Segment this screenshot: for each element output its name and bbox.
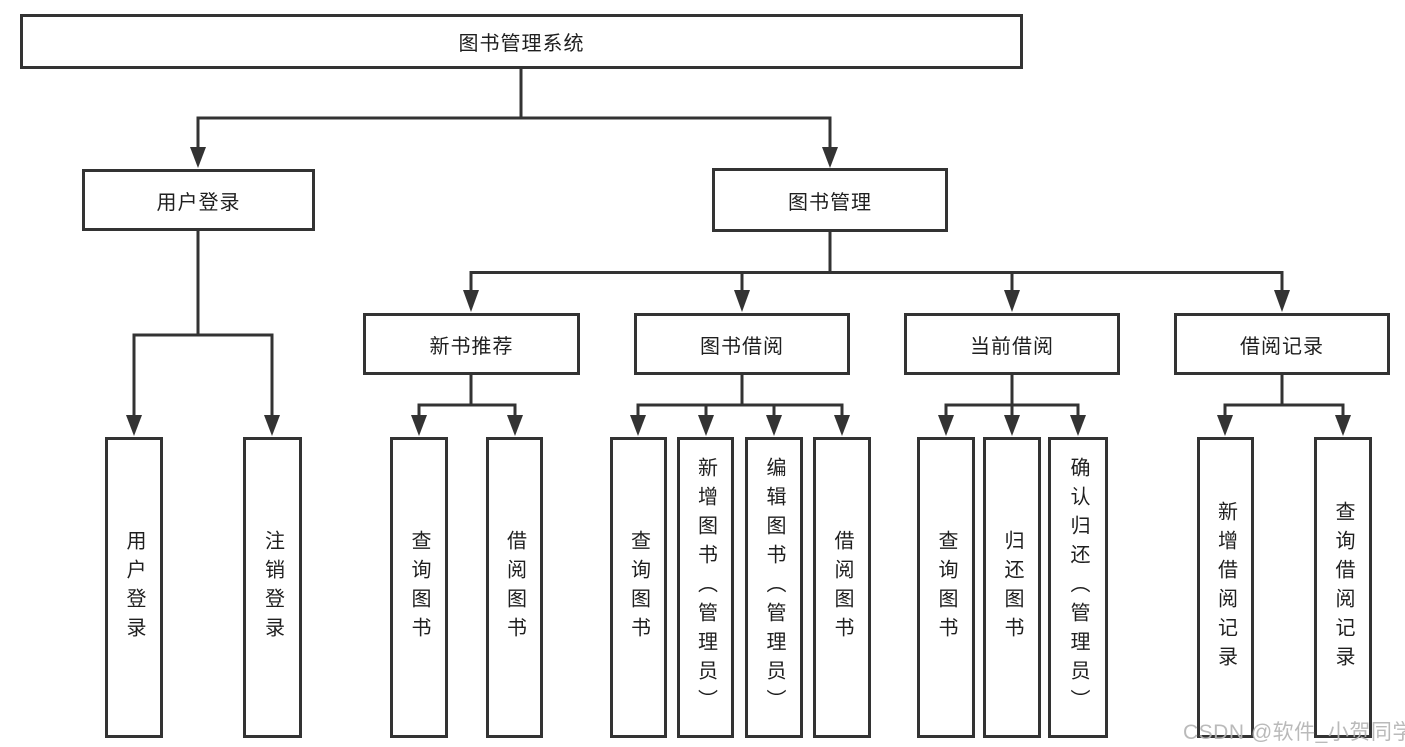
leaf-label: 查询图书 bbox=[408, 529, 430, 646]
connector-bookmgmt-to-level2 bbox=[463, 231, 1290, 312]
node-book-management-branch: 图书管理 bbox=[712, 168, 948, 232]
node-new-book-recommend: 新书推荐 bbox=[363, 313, 580, 375]
arrowhead-down-icon bbox=[938, 415, 954, 436]
node-root-system: 图书管理系统 bbox=[20, 14, 1023, 69]
node-leaf-borrowing-borrow: 借阅图书 bbox=[813, 437, 871, 738]
connector-root-to-level1 bbox=[190, 68, 838, 168]
node-user-login-branch: 用户登录 bbox=[82, 169, 315, 231]
csdn-watermark: CSDN @软件_小贺同学 bbox=[1183, 721, 1405, 744]
node-leaf-logout: 注销登录 bbox=[243, 437, 302, 738]
node-borrowing-records: 借阅记录 bbox=[1174, 313, 1390, 375]
leaf-label: 借阅图书 bbox=[503, 529, 526, 646]
arrowhead-down-icon bbox=[766, 415, 782, 436]
arrowhead-down-icon bbox=[734, 290, 750, 312]
leaf-label: 新增图书（管理员） bbox=[694, 457, 717, 718]
node-leaf-user-login: 用户登录 bbox=[105, 437, 163, 738]
leaf-label: 借阅图书 bbox=[831, 529, 853, 646]
leaf-label: 归还图书 bbox=[1001, 529, 1023, 646]
leaf-label: 编辑图书（管理员） bbox=[763, 457, 785, 718]
arrowhead-down-icon bbox=[507, 415, 523, 436]
node-leaf-records-query: 查询借阅记录 bbox=[1314, 437, 1372, 738]
node-leaf-borrowing-query: 查询图书 bbox=[610, 437, 667, 738]
leaf-label: 新增借阅记录 bbox=[1214, 500, 1237, 675]
node-leaf-current-confirm-return-admin: 确认归还（管理员） bbox=[1048, 437, 1108, 738]
node-leaf-borrowing-edit-admin: 编辑图书（管理员） bbox=[745, 437, 803, 738]
arrowhead-down-icon bbox=[126, 415, 142, 436]
leaf-label: 用户登录 bbox=[123, 529, 145, 646]
arrowhead-down-icon bbox=[1274, 290, 1290, 312]
arrowhead-down-icon bbox=[1217, 415, 1233, 436]
connector-records-to-leaves bbox=[1217, 374, 1351, 436]
connector-borrowing-to-leaves bbox=[630, 374, 850, 436]
arrowhead-down-icon bbox=[834, 415, 850, 436]
connector-newbooks-to-leaves bbox=[411, 374, 523, 436]
arrowhead-down-icon bbox=[411, 415, 427, 436]
arrowhead-down-icon bbox=[463, 290, 479, 312]
leaf-label: 查询借阅记录 bbox=[1332, 500, 1354, 675]
node-leaf-current-query: 查询图书 bbox=[917, 437, 975, 738]
connector-userlogin-to-leaves bbox=[126, 230, 280, 436]
node-leaf-newbook-borrow: 借阅图书 bbox=[486, 437, 543, 738]
leaf-label: 确认归还（管理员） bbox=[1067, 457, 1089, 718]
arrowhead-down-icon bbox=[1070, 415, 1086, 436]
arrowhead-down-icon bbox=[1004, 290, 1020, 312]
node-current-borrowing: 当前借阅 bbox=[904, 313, 1120, 375]
connector-current-to-leaves bbox=[938, 374, 1086, 436]
node-leaf-borrowing-add-admin: 新增图书（管理员） bbox=[677, 437, 734, 738]
leaf-label: 注销登录 bbox=[261, 529, 284, 646]
arrowhead-down-icon bbox=[698, 415, 714, 436]
node-book-borrowing: 图书借阅 bbox=[634, 313, 850, 375]
leaf-label: 查询图书 bbox=[935, 529, 957, 646]
arrowhead-down-icon bbox=[264, 415, 280, 436]
node-leaf-newbook-query: 查询图书 bbox=[390, 437, 448, 738]
node-leaf-current-return: 归还图书 bbox=[983, 437, 1041, 738]
arrowhead-down-icon bbox=[630, 415, 646, 436]
arrowhead-down-icon bbox=[1335, 415, 1351, 436]
arrowhead-down-icon bbox=[1004, 415, 1020, 436]
leaf-label: 查询图书 bbox=[627, 529, 650, 646]
node-leaf-records-add: 新增借阅记录 bbox=[1197, 437, 1254, 738]
arrowhead-down-icon bbox=[190, 147, 206, 168]
arrowhead-down-icon bbox=[822, 147, 838, 168]
